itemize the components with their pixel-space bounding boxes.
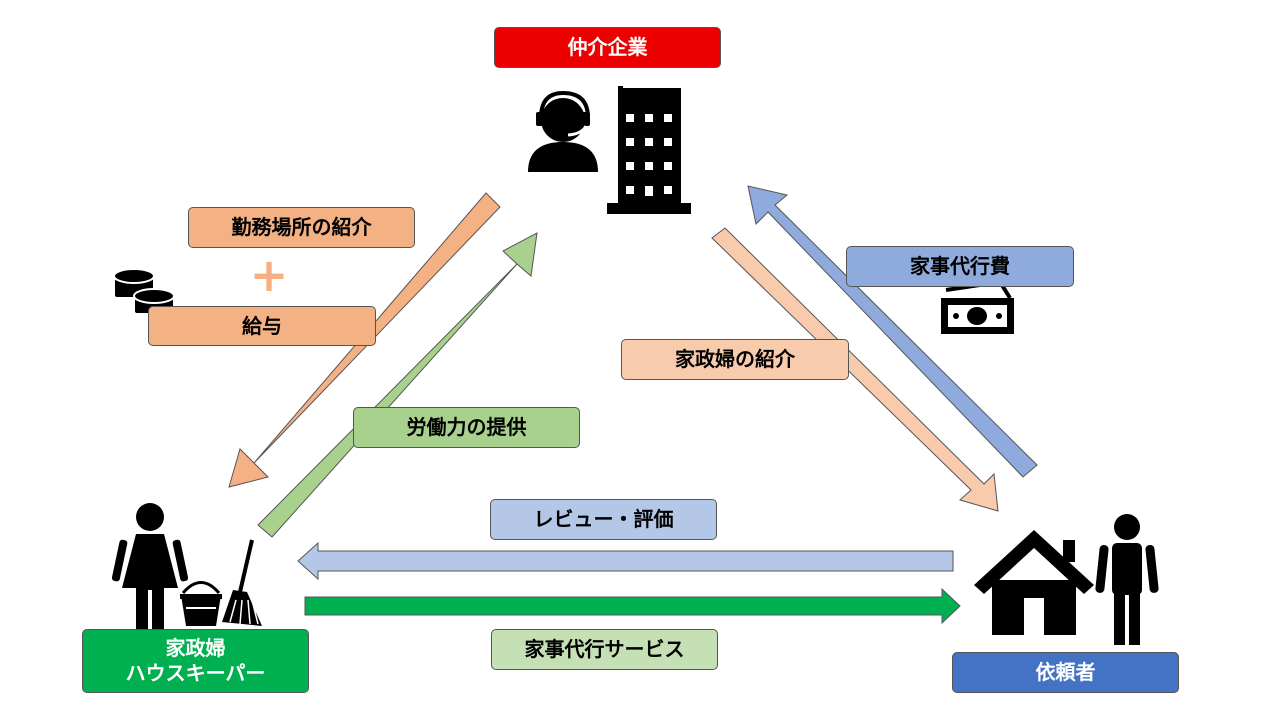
broom-icon bbox=[222, 539, 262, 626]
coins-icon bbox=[113, 268, 175, 315]
labor-label: 労働力の提供 bbox=[353, 407, 580, 448]
bucket-icon bbox=[180, 581, 222, 626]
housekeeper-intro-label: 家政婦の紹介 bbox=[621, 339, 849, 380]
headset-operator-icon bbox=[528, 90, 598, 172]
housekeeper-label: 家政婦 ハウスキーパー bbox=[82, 629, 309, 693]
plus-sign: + bbox=[250, 248, 289, 302]
fee-label: 家事代行費 bbox=[846, 246, 1074, 287]
fee-arrow bbox=[747, 185, 1038, 478]
review-arrow bbox=[297, 541, 954, 581]
man-icon bbox=[1095, 514, 1159, 645]
housekeeper-intro-arrow bbox=[711, 227, 999, 512]
office-building-icon bbox=[607, 86, 691, 214]
woman-icon bbox=[111, 503, 189, 630]
banknote-icon bbox=[941, 279, 1014, 334]
salary-label: 給与 bbox=[148, 306, 376, 346]
labor-arrow bbox=[257, 232, 538, 538]
review-label: レビュー・評価 bbox=[490, 499, 717, 540]
client-label: 依頼者 bbox=[952, 652, 1179, 693]
agency-label: 仲介企業 bbox=[494, 27, 721, 68]
workplace-intro-label: 勤務場所の紹介 bbox=[188, 207, 415, 248]
house-icon bbox=[974, 530, 1094, 635]
service-label: 家事代行サービス bbox=[491, 629, 718, 670]
service-arrow bbox=[304, 587, 961, 625]
